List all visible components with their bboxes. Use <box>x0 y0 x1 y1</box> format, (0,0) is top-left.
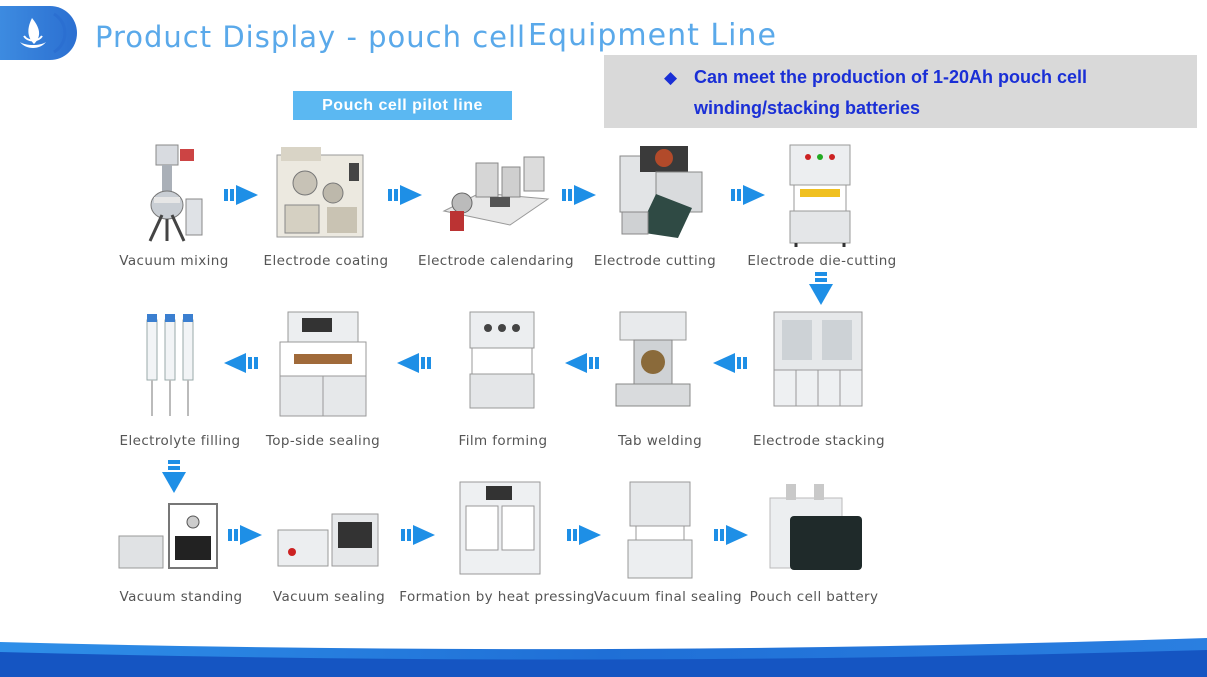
step-caption: Electrode cutting <box>593 253 717 269</box>
step-caption: Electrode die-cutting <box>747 253 897 269</box>
step-caption: Electrode calendaring <box>418 253 574 269</box>
step-caption: Film forming <box>458 433 548 449</box>
arrow-right-icon <box>224 185 258 205</box>
step-caption: Vacuum mixing <box>119 253 229 269</box>
page-title: Product Display - pouch cell <box>95 20 527 54</box>
arrow-right-icon <box>731 185 765 205</box>
tab-welding-machine-image <box>615 311 691 407</box>
electrode-stacking-machine-image <box>773 311 863 407</box>
step-caption: Electrode coating <box>263 253 389 269</box>
vacuum-standing-machine-image <box>118 503 218 569</box>
step-caption: Vacuum sealing <box>272 589 386 605</box>
arrow-left-icon <box>713 353 747 373</box>
arrow-left-icon <box>565 353 599 373</box>
arrow-right-icon <box>388 185 422 205</box>
arrow-right-icon <box>567 525 601 545</box>
step-caption: Formation by heat pressing <box>399 589 595 605</box>
arrow-right-icon <box>714 525 748 545</box>
step-caption: Vacuum final sealing <box>593 589 743 605</box>
pouch-cell-battery-image <box>769 484 862 570</box>
electrode-die-cutting-machine-image <box>789 144 851 247</box>
pilot-line-label: Pouch cell pilot line <box>293 91 512 120</box>
footer-wave <box>0 638 1207 677</box>
step-caption: Top-side sealing <box>265 433 381 449</box>
step-caption: Electrode stacking <box>753 433 885 449</box>
arrow-right-icon <box>228 525 262 545</box>
heat-pressing-formation-machine-image <box>459 481 541 575</box>
step-caption: Tab welding <box>617 433 703 449</box>
arrow-right-icon <box>562 185 596 205</box>
logo-icon <box>0 6 77 60</box>
arrow-left-icon <box>397 353 431 373</box>
vacuum-sealing-machine-image <box>277 513 379 567</box>
diamond-bullet-icon: ◆ <box>664 68 678 88</box>
arrow-left-icon <box>224 353 258 373</box>
capacity-line-2: winding/stacking batteries <box>694 98 921 118</box>
top-side-sealing-machine-image <box>279 311 367 417</box>
arrow-down-icon <box>162 460 186 493</box>
vacuum-final-sealing-machine-image <box>627 481 693 579</box>
capacity-info-box: ◆ Can meet the production of 1-20Ah pouc… <box>604 55 1197 128</box>
page-title-suffix: Equipment Line <box>528 18 777 53</box>
film-forming-machine-image <box>469 311 535 409</box>
step-caption: Electrolyte filling <box>119 433 241 449</box>
step-caption: Pouch cell battery <box>749 589 879 605</box>
capacity-line-1: Can meet the production of 1-20Ah pouch … <box>694 67 1088 87</box>
electrode-coating-machine-image <box>276 147 364 238</box>
arrow-right-icon <box>401 525 435 545</box>
electrode-cutting-machine-image <box>619 146 703 238</box>
vacuum-mixer-image <box>148 144 203 242</box>
electrode-calendaring-machine-image <box>442 156 550 231</box>
arrow-down-icon <box>809 272 833 305</box>
electrolyte-filling-pipettes-image <box>146 314 194 416</box>
step-caption: Vacuum standing <box>119 589 243 605</box>
